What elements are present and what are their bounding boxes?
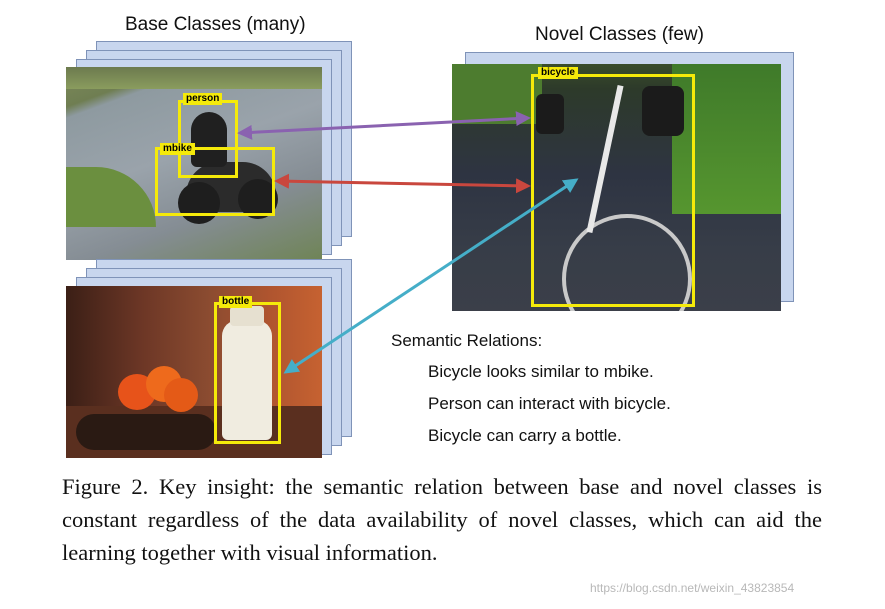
bicycle-bottle-arrow [283,178,579,374]
semantic-relation-item: Person can interact with bicycle. [428,394,671,413]
mbike-bicycle-arrow [274,173,531,194]
semantic-relations-title: Semantic Relations: [391,331,543,350]
mbike-bounding-box [155,147,275,216]
bottle-cap [230,306,264,326]
mbike-label: mbike [160,143,195,155]
figure-caption: Figure 2. Key insight: the semantic rela… [62,474,822,565]
bicycle-bag [642,86,684,136]
motorbike-wheel [238,179,278,219]
watermark-url: https://blog.csdn.net/weixin_43823854 [590,581,795,595]
bottle-label: bottle [219,296,253,308]
bicycle-label: bicycle [538,67,578,79]
cookie-stack [76,414,216,450]
base-classes-heading: Base Classes (many) [125,14,306,35]
rider-shape [191,112,227,167]
novel-classes-heading: Novel Classes (few) [535,24,704,45]
bicycle-bag [536,94,564,134]
motorbike-wheel [178,182,220,224]
person-label: person [183,93,223,105]
semantic-relation-item: Bicycle can carry a bottle. [428,426,622,445]
grass-area [672,64,781,214]
milk-bottle-shape [222,320,272,440]
person-bicycle-arrow [237,111,531,140]
semantic-relation-item: Bicycle looks similar to mbike. [428,362,654,381]
grass-area [66,67,322,89]
orange-fruit [164,378,198,412]
